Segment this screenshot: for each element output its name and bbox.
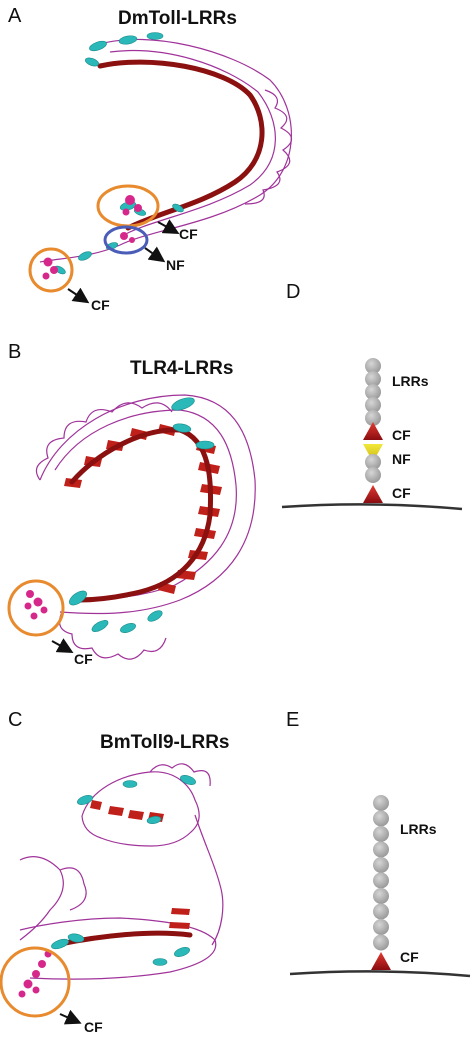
cf-label: CF: [74, 651, 93, 667]
nf-highlight-circle: [103, 225, 149, 255]
lrr-bead: [373, 841, 389, 858]
coil-connector: [194, 814, 224, 946]
panel-d: D LRRs CF NF CF: [281, 281, 463, 511]
panel-c-letter: C: [8, 709, 22, 731]
coil-inner: [54, 409, 237, 600]
helices: [69, 397, 215, 633]
lrr-bead: [373, 810, 389, 827]
nf-label: NF: [392, 451, 411, 467]
ligand-blobs: [24, 590, 48, 620]
cf-highlight-circle: [7, 579, 65, 637]
lrrs-label: LRRs: [400, 821, 437, 837]
panel-c: C BmToll9-LRRs: [0, 709, 229, 1035]
coil-loops: [244, 89, 293, 205]
membrane-line: [281, 503, 463, 511]
panel-e: E LRRs CF: [286, 709, 471, 978]
cf-label-2: CF: [91, 297, 110, 313]
cf-triangle-membrane: [371, 952, 391, 970]
helices: [54, 32, 184, 275]
cf-highlight-circle: [0, 946, 71, 1018]
beta-sheet-backbone: [97, 59, 265, 231]
cf-label-top: CF: [392, 427, 411, 443]
beta-strands: [90, 800, 190, 929]
panel-a-letter: A: [8, 5, 22, 27]
lrr-bead: [365, 397, 381, 413]
beta-strands: [64, 424, 222, 594]
lrr-bead: [373, 919, 389, 935]
arrow: [157, 219, 180, 234]
arrow: [144, 246, 166, 263]
cf-label-bottom: CF: [392, 485, 411, 501]
beta-sheet-backbone: [69, 427, 214, 603]
cf-label: CF: [84, 1019, 103, 1035]
cf-triangle-membrane: [363, 485, 383, 503]
coil-outer: [39, 394, 256, 615]
cf-label: CF: [179, 226, 198, 242]
lrr-bead: [373, 795, 389, 811]
arrow: [51, 638, 74, 653]
panel-c-title: BmToll9-LRRs: [100, 732, 229, 753]
cf-highlight-circle-2: [28, 247, 74, 293]
lrr-bead-column: [365, 358, 381, 426]
lrr-bead: [365, 384, 381, 400]
ligand-blobs: [18, 950, 52, 998]
panel-a: A DmToll-LRRs: [8, 5, 293, 313]
lrr-bead-column: [373, 795, 389, 951]
panel-e-letter: E: [286, 709, 299, 731]
coil-outer: [39, 38, 292, 263]
lrr-bead: [365, 467, 381, 483]
arrow: [59, 1009, 82, 1025]
membrane-line: [289, 970, 471, 978]
arrow: [67, 287, 90, 304]
lrr-bead: [373, 872, 389, 889]
lrr-bead: [373, 826, 389, 842]
coil-upper: [81, 763, 211, 847]
panel-b: B TLR4-LRRs: [7, 341, 256, 667]
cf-label: CF: [400, 949, 419, 965]
lrr-bead: [373, 934, 389, 951]
panel-a-title: DmToll-LRRs: [118, 8, 237, 29]
lrr-bead: [373, 888, 389, 904]
cf-triangle: [363, 422, 383, 440]
panel-b-letter: B: [8, 341, 21, 363]
lrrs-label: LRRs: [392, 373, 429, 389]
ligand-blobs: [42, 195, 142, 280]
helices: [51, 775, 196, 966]
lrr-bead: [365, 410, 381, 426]
coil-lower: [19, 856, 217, 980]
lrr-bead: [365, 371, 381, 387]
tlr4-structure: [24, 394, 256, 660]
dmtoll-structure: [39, 32, 293, 280]
lrr-bead: [373, 857, 389, 873]
nf-triangle: [363, 444, 383, 462]
bmtoll9-structure: [18, 763, 224, 998]
coil-loops: [35, 402, 173, 660]
nf-label: NF: [166, 257, 185, 273]
panel-b-title: TLR4-LRRs: [130, 358, 233, 379]
coil-inner: [109, 50, 276, 237]
lrr-bead: [365, 454, 381, 470]
lrr-bead-column-lower: [365, 454, 381, 483]
lrr-bead: [365, 358, 381, 374]
lrr-bead: [373, 903, 389, 920]
panel-d-letter: D: [286, 281, 300, 303]
